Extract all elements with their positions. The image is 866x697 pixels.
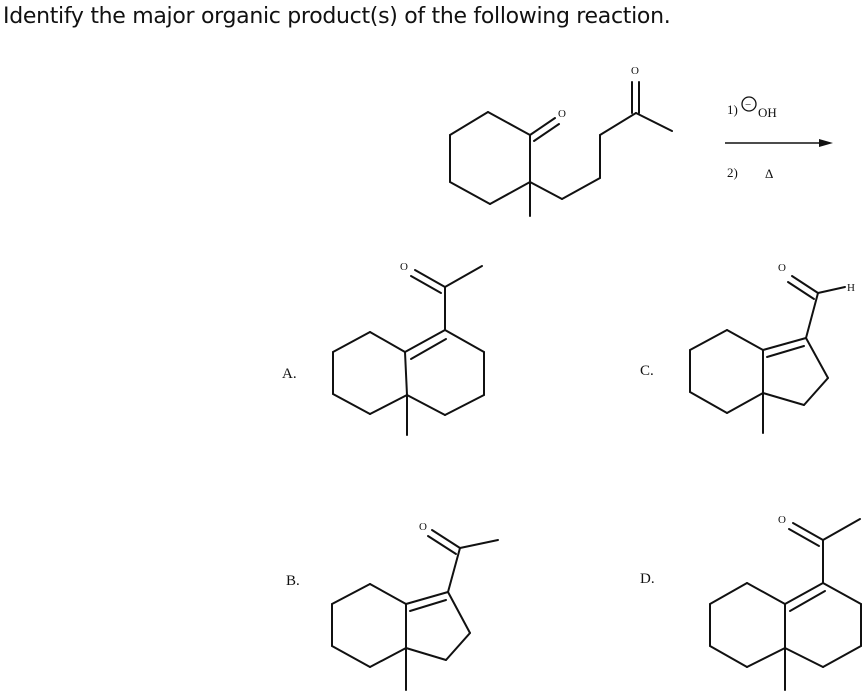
- option-a-structure: [332, 265, 485, 436]
- option-c-label: C.: [640, 363, 654, 379]
- option-a-label: A.: [282, 366, 297, 382]
- option-d-label: D.: [640, 571, 655, 587]
- option-d-structure: [709, 518, 862, 691]
- negative-charge-circle: [741, 96, 757, 112]
- option-a-oxygen-label: O: [400, 261, 408, 273]
- option-b-structure: [331, 529, 499, 691]
- starting-material: [449, 81, 673, 217]
- option-b-label: B.: [286, 573, 300, 589]
- option-c-hydrogen-label: H: [847, 282, 855, 294]
- ketone-oxygen-label: O: [631, 65, 639, 77]
- reaction-arrow-head: [819, 139, 833, 147]
- step1-number: 1): [727, 102, 738, 117]
- option-c-structure: [689, 275, 846, 434]
- reaction-conditions: 1) − OH 2) Δ: [725, 96, 833, 181]
- hydroxide-reagent: OH: [758, 105, 777, 120]
- step2-number: 2): [727, 165, 738, 180]
- option-c-oxygen-label: O: [778, 262, 786, 274]
- question-text: Identify the major organic product(s) of…: [3, 4, 671, 29]
- option-b-oxygen-label: O: [419, 521, 427, 533]
- heat-symbol: Δ: [765, 166, 773, 181]
- ring-carbonyl-oxygen-label: O: [558, 108, 566, 120]
- negative-charge-sign: −: [745, 99, 751, 111]
- option-d-oxygen-label: O: [778, 514, 786, 526]
